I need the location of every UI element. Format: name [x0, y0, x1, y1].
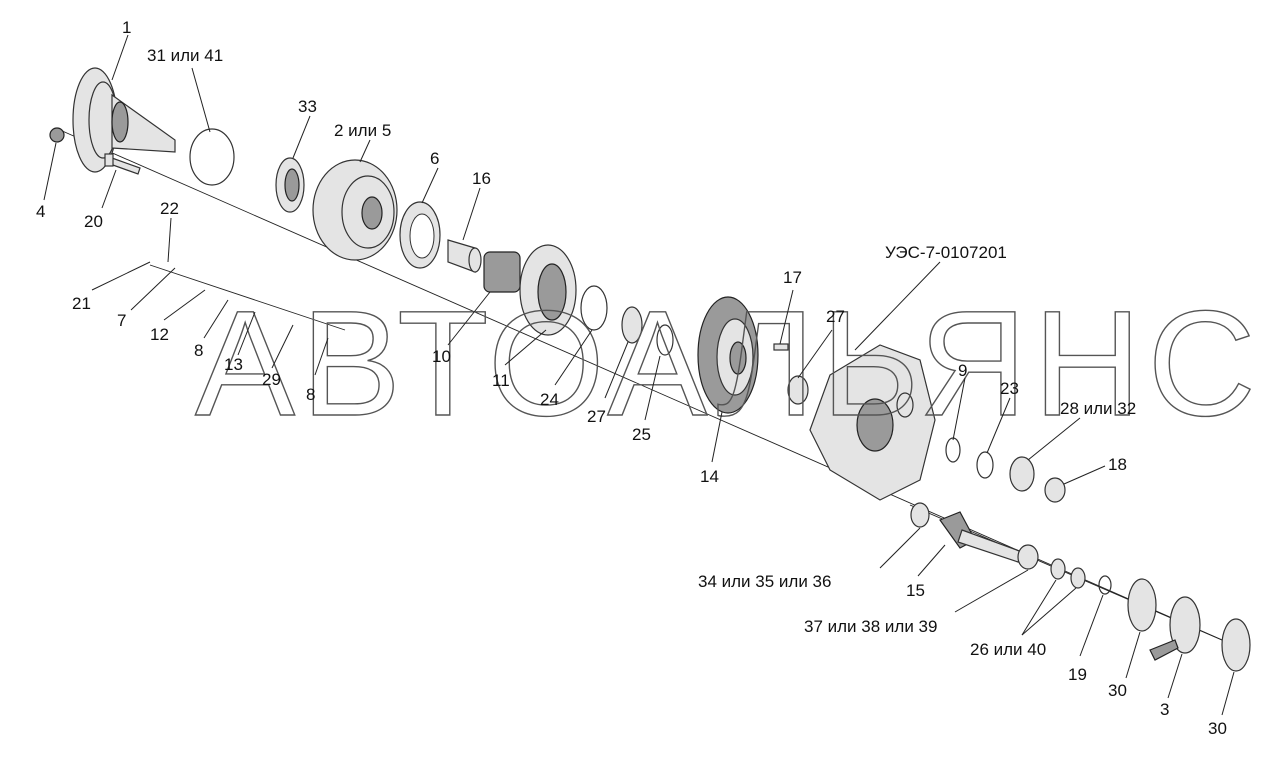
- label-part-8a: 8: [194, 341, 203, 360]
- part-labels: 1 31 или 41 4 20 33 2 или 5 6 16 22 21 7…: [36, 18, 1227, 738]
- part-31-41-ring: [189, 128, 235, 186]
- part-19-washer: [1098, 575, 1112, 595]
- label-part-10: 10: [432, 347, 451, 366]
- part-25-snap-ring: [656, 324, 674, 356]
- label-part-27b: 27: [826, 307, 845, 326]
- label-part-30b: 30: [1208, 719, 1227, 738]
- watermark-text: АВТОАЛЬЯНС: [195, 279, 1262, 447]
- label-part-1: 1: [122, 18, 131, 37]
- label-part-28-32: 28 или 32: [1060, 399, 1136, 418]
- label-part-21: 21: [72, 294, 91, 313]
- part-20-bolt: [104, 153, 141, 175]
- part-30-disc-a: [1127, 578, 1157, 632]
- label-part-25: 25: [632, 425, 651, 444]
- label-part-16: 16: [472, 169, 491, 188]
- part-4-nut: [49, 127, 65, 143]
- label-part-11: 11: [492, 371, 510, 390]
- label-part-31-41: 31 или 41: [147, 46, 223, 65]
- label-part-19: 19: [1068, 665, 1087, 684]
- label-part-24: 24: [540, 390, 559, 409]
- housing-ues-7-0107201: [809, 344, 936, 501]
- part-26-40-ring-a: [1050, 558, 1066, 580]
- label-part-18: 18: [1108, 455, 1127, 474]
- label-part-34-35-36: 34 или 35 или 36: [698, 572, 831, 591]
- part-34-35-36-bearing: [910, 502, 930, 528]
- part-2-5-carrier: [312, 159, 398, 261]
- part-3-flange: [1149, 596, 1201, 661]
- part-27-ring: [621, 306, 643, 344]
- part-26-40-ring-b: [1070, 567, 1086, 589]
- part-24-ring: [580, 285, 608, 331]
- label-part-9: 9: [958, 361, 967, 380]
- label-part-2-5: 2 или 5: [334, 121, 391, 140]
- part-27-bearing: [787, 375, 809, 405]
- part-14-main-gear: [697, 296, 759, 414]
- part-1-hub-flange: [72, 67, 176, 173]
- label-part-12: 12: [150, 325, 169, 344]
- part-6-washer: [399, 201, 441, 269]
- part-16-sleeve: [447, 239, 482, 273]
- part-10-gear: [483, 251, 521, 293]
- label-part-37-38-39: 37 или 38 или 39: [804, 617, 937, 636]
- part-30-disc-b: [1221, 618, 1251, 672]
- label-part-4: 4: [36, 202, 45, 221]
- part-28-32-bearing: [1009, 456, 1035, 492]
- label-part-15: 15: [906, 581, 925, 600]
- label-part-8b: 8: [306, 385, 315, 404]
- label-part-23: 23: [1000, 379, 1019, 398]
- label-part-33: 33: [298, 97, 317, 116]
- label-part-13: 13: [224, 355, 243, 374]
- label-part-29: 29: [262, 370, 281, 389]
- part-33-seal: [275, 157, 305, 213]
- label-part-6: 6: [430, 149, 439, 168]
- label-housing-ues: УЭС-7-0107201: [885, 243, 1007, 262]
- label-part-27a: 27: [587, 407, 606, 426]
- part-37-38-39-bearing: [1017, 544, 1039, 570]
- leader-lines: [43, 34, 1235, 716]
- planet-axis: [149, 264, 346, 331]
- part-15-pinion-shaft: [939, 511, 1023, 563]
- part-17-pin: [773, 343, 789, 351]
- part-11-ring-gear: [519, 244, 577, 336]
- label-part-30a: 30: [1108, 681, 1127, 700]
- label-part-17: 17: [783, 268, 802, 287]
- label-part-22: 22: [160, 199, 179, 218]
- label-part-14: 14: [700, 467, 719, 486]
- label-part-3: 3: [1160, 700, 1169, 719]
- label-part-7: 7: [117, 311, 126, 330]
- part-23-ring: [976, 451, 994, 479]
- label-part-26-40: 26 или 40: [970, 640, 1046, 659]
- part-18-nut: [1044, 477, 1066, 503]
- label-part-20: 20: [84, 212, 103, 231]
